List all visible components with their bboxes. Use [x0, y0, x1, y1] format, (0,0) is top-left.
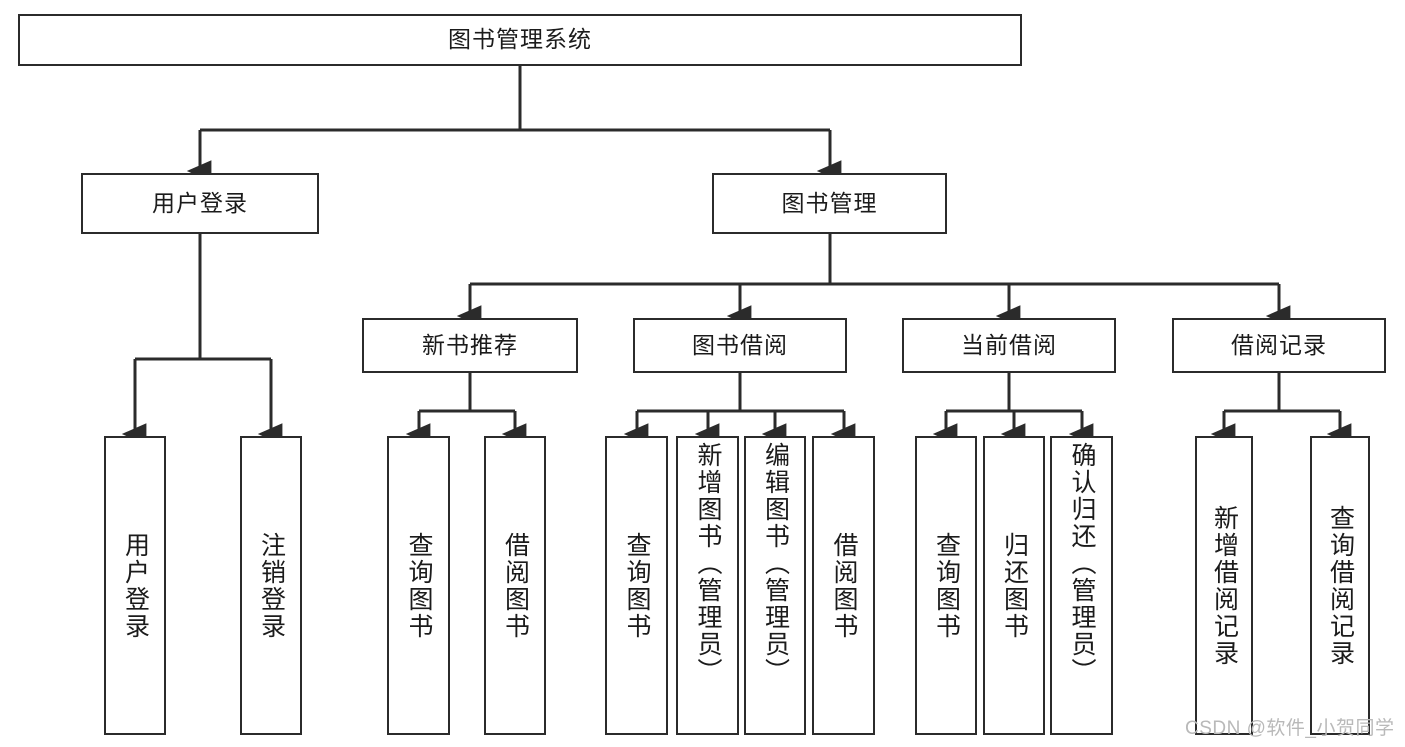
node-l3-add-book[interactable]: 新增图书（管理员）: [676, 436, 739, 735]
node-l3-query-record[interactable]: 查询借阅记录: [1310, 436, 1370, 735]
node-l3-borrow-book-a[interactable]: 借阅图书: [484, 436, 546, 735]
node-l2-new-book-rec[interactable]: 新书推荐: [362, 318, 578, 373]
node-label: 借阅记录: [1231, 331, 1327, 358]
node-label: 注销登录: [257, 531, 286, 640]
node-label: 新增图书（管理员）: [694, 442, 722, 685]
node-label: 用户登录: [152, 189, 248, 216]
node-l3-query-book-c[interactable]: 查询图书: [915, 436, 977, 735]
node-label: 编辑图书（管理员）: [761, 442, 790, 685]
node-label: 借阅图书: [501, 531, 530, 640]
node-l3-logout[interactable]: 注销登录: [240, 436, 302, 735]
node-l3-add-record[interactable]: 新增借阅记录: [1195, 436, 1253, 735]
node-label: 图书管理: [781, 189, 878, 216]
node-label: 新增借阅记录: [1210, 504, 1239, 667]
node-label: 借阅图书: [830, 531, 858, 640]
csdn-watermark: CSDN @软件_小贺同学: [1185, 718, 1395, 739]
node-l1-book-mgmt[interactable]: 图书管理: [712, 173, 947, 234]
node-l3-query-book-a[interactable]: 查询图书: [387, 436, 450, 735]
node-l1-user-login[interactable]: 用户登录: [81, 173, 319, 234]
node-label: 用户登录: [121, 531, 150, 640]
node-label: 查询图书: [623, 531, 651, 640]
node-l3-edit-book[interactable]: 编辑图书（管理员）: [744, 436, 806, 735]
node-l2-current-borrow[interactable]: 当前借阅: [902, 318, 1116, 373]
node-l2-borrow-record[interactable]: 借阅记录: [1172, 318, 1386, 373]
node-label: 查询借阅记录: [1326, 504, 1355, 667]
node-label: 归还图书: [1000, 531, 1029, 640]
node-root[interactable]: 图书管理系统: [18, 14, 1022, 66]
node-l3-return-book[interactable]: 归还图书: [983, 436, 1045, 735]
node-label: 当前借阅: [961, 331, 1057, 358]
node-label: 新书推荐: [422, 331, 518, 358]
node-l3-confirm-return[interactable]: 确认归还（管理员）: [1050, 436, 1113, 735]
node-l3-query-book-b[interactable]: 查询图书: [605, 436, 668, 735]
node-label: 图书管理系统: [448, 26, 592, 53]
node-label: 查询图书: [405, 531, 433, 640]
node-l3-user-login[interactable]: 用户登录: [104, 436, 166, 735]
node-label: 图书借阅: [692, 331, 788, 358]
node-l3-borrow-book-b[interactable]: 借阅图书: [812, 436, 875, 735]
node-l2-book-borrow[interactable]: 图书借阅: [633, 318, 847, 373]
node-label: 确认归还（管理员）: [1068, 442, 1096, 685]
node-label: 查询图书: [932, 531, 961, 640]
